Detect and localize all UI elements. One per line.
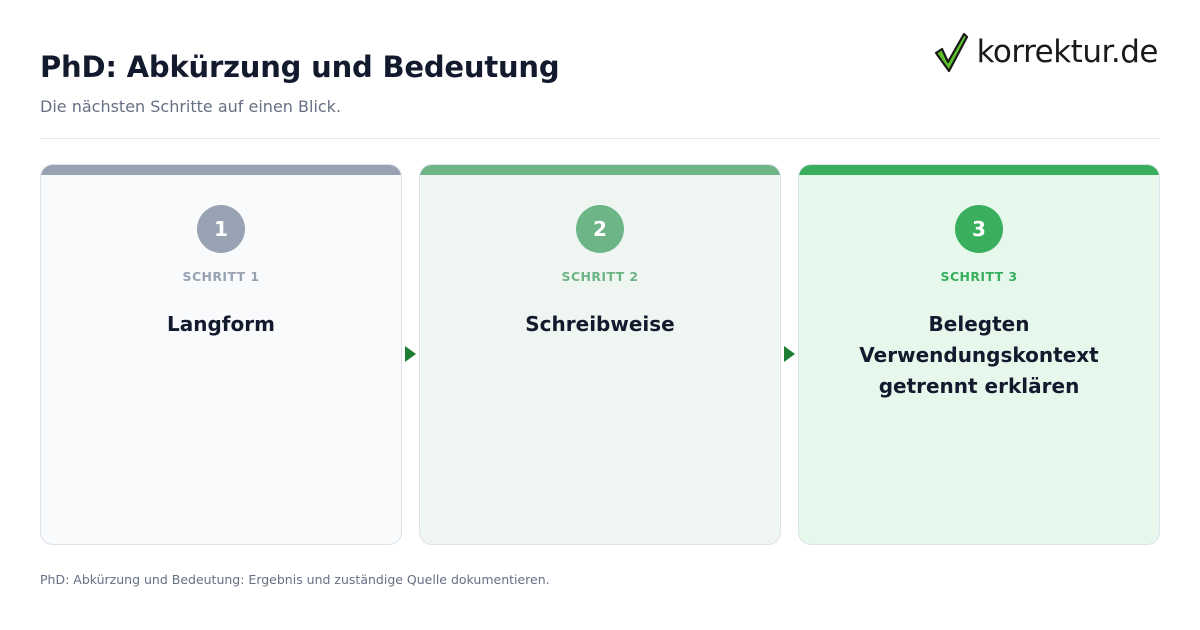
header-divider [40, 138, 1160, 139]
step-card-accent-bar [41, 165, 401, 175]
step-card-accent-bar [799, 165, 1159, 175]
step-label: SCHRITT 2 [561, 269, 639, 284]
step-card-3: 3 SCHRITT 3 Belegten Verwendungskontext … [798, 164, 1160, 545]
step-title: Belegten Verwendungskontext getrennt erk… [859, 312, 1099, 398]
step-number-badge: 2 [576, 205, 624, 253]
step-label: SCHRITT 1 [182, 269, 260, 284]
arrow-right-icon [405, 346, 416, 362]
step-number-badge: 3 [955, 205, 1003, 253]
step-number-badge: 1 [197, 205, 245, 253]
step-card-2: 2 SCHRITT 2 Schreibweise [419, 164, 781, 545]
step-card-accent-bar [420, 165, 780, 175]
checkmark-icon [934, 32, 968, 73]
step-title: Langform [167, 312, 275, 336]
brand-logo[interactable]: korrektur.de [933, 30, 1159, 74]
brand-logo-text: korrektur.de [976, 34, 1159, 70]
step-label: SCHRITT 3 [940, 269, 1018, 284]
step-title: Schreibweise [525, 312, 675, 336]
page-title: PhD: Abkürzung und Bedeutung [40, 50, 560, 84]
page-subtitle: Die nächsten Schritte auf einen Blick. [40, 97, 342, 116]
arrow-right-icon [784, 346, 795, 362]
step-card-1: 1 SCHRITT 1 Langform [40, 164, 402, 545]
footer-note: PhD: Abkürzung und Bedeutung: Ergebnis u… [40, 572, 550, 587]
